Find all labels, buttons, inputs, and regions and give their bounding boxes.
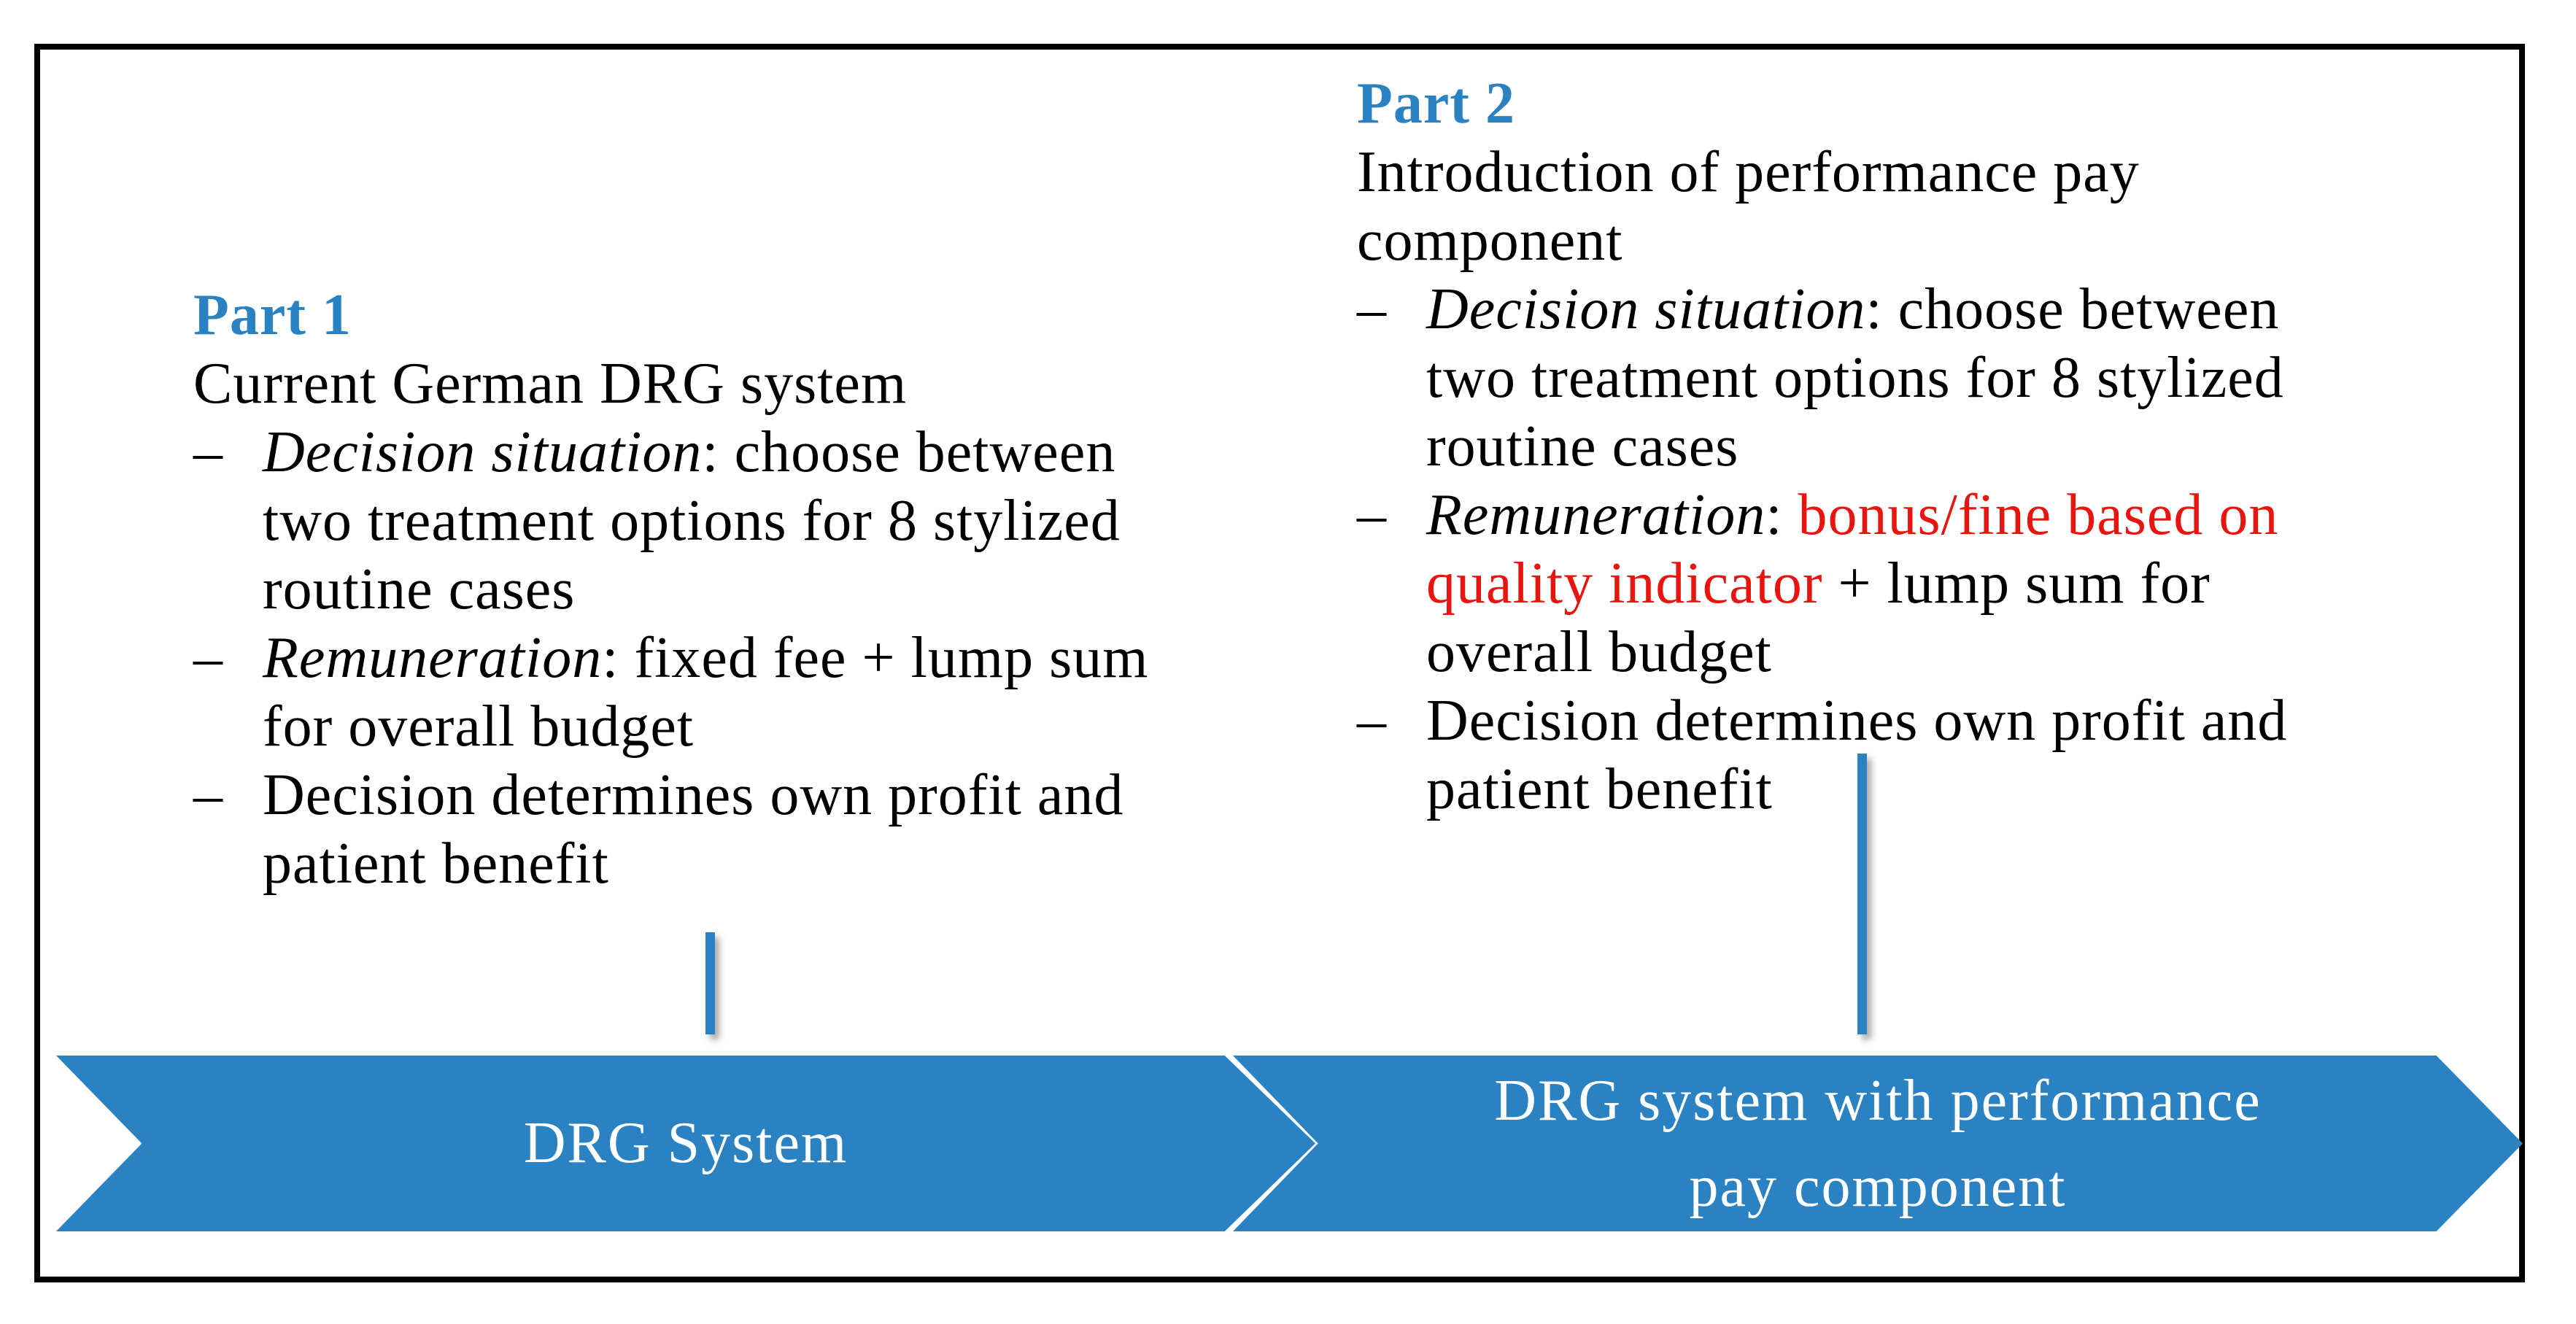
bullet-text-red: quality indicator — [1426, 551, 1823, 616]
arrow-label-line1: DRG system with performance — [1494, 1068, 2262, 1133]
part2-block: Part 2 Introduction of performance pay c… — [1357, 69, 2287, 824]
part2-bullet2-line3: overall budget — [1426, 620, 1772, 684]
part1-bullet3-line2: patient benefit — [263, 832, 609, 896]
part1-heading: Part 1 — [193, 283, 352, 347]
bullet-text: + lump sum for — [1822, 551, 2211, 616]
part2-connector-line — [1857, 754, 1867, 1034]
bullet-term: Remuneration — [1426, 483, 1766, 547]
part2-bullet2-line1: –Remuneration: bonus/fine based on — [1357, 481, 2287, 549]
bullet-term: Decision situation — [263, 420, 703, 484]
part2-bullet1-line2: two treatment options for 8 stylized — [1426, 346, 2284, 410]
bullet-marker: – — [193, 420, 223, 484]
part2-bullet3-line2: patient benefit — [1426, 757, 1773, 821]
part2-bullet3-line1: –Decision determines own profit and — [1357, 686, 2287, 755]
part1-bullet1-line1: –Decision situation: choose between — [193, 418, 1148, 487]
bullet-text: : fixed fee + lump sum — [602, 626, 1149, 690]
part1-connector-line — [705, 932, 715, 1034]
bullet-term: Remuneration — [263, 626, 603, 690]
part1-bullet3-line1: –Decision determines own profit and — [193, 761, 1148, 829]
part2-heading: Part 2 — [1357, 71, 1516, 136]
arrow-label: DRG System — [523, 1111, 848, 1175]
bullet-term: Decision situation — [1426, 277, 1866, 341]
bullet-marker: – — [193, 763, 223, 827]
bullet-text: Decision determines own profit and — [1426, 689, 2288, 753]
part1-subtitle: Current German DRG system — [193, 352, 908, 416]
part1-bullet2-line1: –Remuneration: fixed fee + lump sum — [193, 624, 1148, 692]
part1-bullet1-line3: routine cases — [263, 557, 576, 622]
part1-bullet1-line2: two treatment options for 8 stylized — [263, 489, 1121, 553]
drg-system-arrow: DRG System — [56, 1056, 1315, 1231]
bullet-marker: – — [1357, 483, 1387, 547]
bullet-text-red: bonus/fine based on — [1798, 483, 2279, 547]
bullet-marker: – — [193, 626, 223, 690]
bullet-marker: – — [1357, 277, 1387, 341]
drg-performance-pay-arrow: DRG system with performance pay componen… — [1233, 1056, 2523, 1231]
part2-bullet1-line1: –Decision situation: choose between — [1357, 275, 2287, 344]
arrow-label: DRG system with performance pay componen… — [1494, 1058, 2262, 1230]
part1-bullet2-line2: for overall budget — [263, 694, 695, 759]
bullet-marker: – — [1357, 689, 1387, 753]
arrow-label-line2: pay component — [1689, 1154, 2067, 1219]
part2-bullet2-line2: quality indicator + lump sum for — [1357, 549, 2287, 618]
part1-block: Part 1 Current German DRG system –Decisi… — [193, 281, 1148, 898]
bullet-text: Decision determines own profit and — [263, 763, 1124, 827]
part2-subtitle-line1: Introduction of performance pay — [1357, 140, 2140, 204]
bullet-text: : choose between — [1865, 277, 2280, 341]
slide-border — [34, 44, 2525, 1282]
part2-subtitle-line2: component — [1357, 209, 1623, 273]
part2-bullet1-line3: routine cases — [1426, 414, 1739, 479]
bullet-text: : — [1765, 483, 1798, 547]
bullet-text: : choose between — [702, 420, 1116, 484]
